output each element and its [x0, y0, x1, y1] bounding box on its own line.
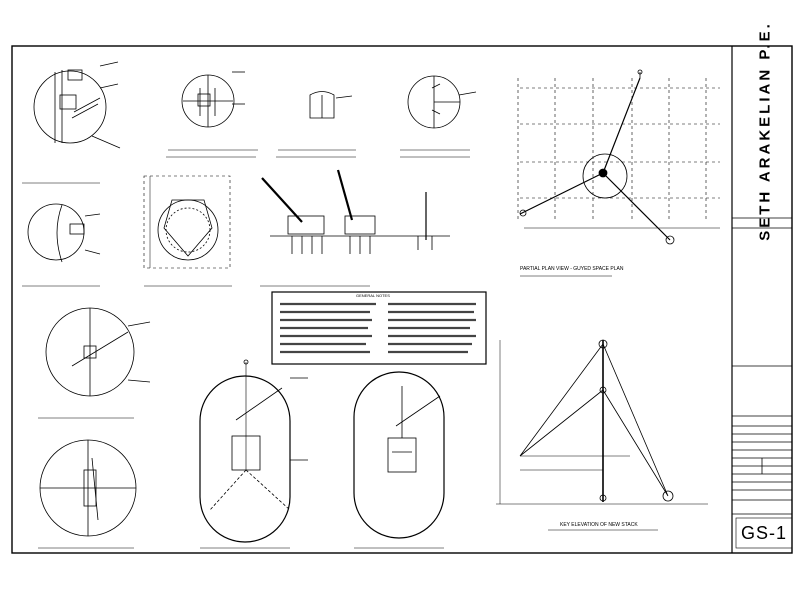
plan-section-b	[38, 307, 151, 419]
cross-section-vertical-joint	[22, 203, 101, 287]
plan-section-a	[143, 175, 232, 287]
firm-name: SETH ARAKELIAN P.E.	[756, 21, 774, 241]
partial-plan-view	[517, 69, 720, 277]
key-elevation	[496, 339, 708, 531]
cross-section-e	[199, 359, 308, 549]
sheet-number: GS-1	[740, 523, 787, 543]
cross-section-c	[278, 91, 356, 151]
cross-section-guide-anchor	[260, 169, 450, 287]
general-notes-box	[271, 291, 487, 365]
key-elevation-caption: KEY ELEVATION OF NEW STACK	[560, 522, 638, 528]
sheet-border	[11, 45, 793, 554]
firm-name-block: SETH ARAKELIAN P.E.	[742, 21, 788, 241]
partial-plan-view-caption: PARTIAL PLAN VIEW - GUYED SPACE PLAN	[520, 266, 624, 272]
cross-section-f	[353, 371, 445, 549]
general-notes-title: GENERAL NOTES	[356, 293, 390, 298]
plan-section-c	[38, 439, 137, 549]
cross-section-d	[400, 75, 477, 151]
detail-circle-1	[33, 61, 121, 149]
cross-section-b	[168, 71, 258, 151]
section-captions-row1	[22, 156, 470, 184]
